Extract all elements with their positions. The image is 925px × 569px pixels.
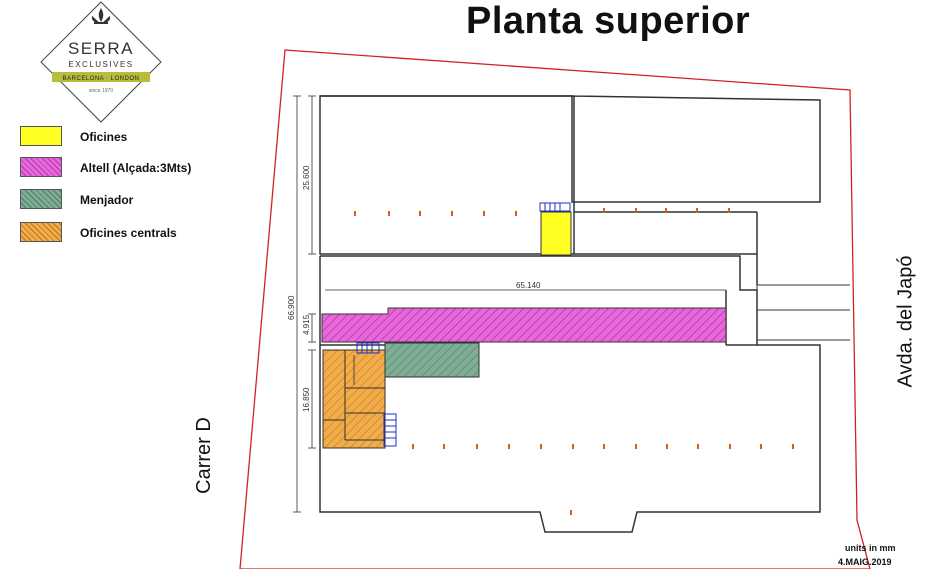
logo-brand: SERRA — [68, 39, 134, 58]
brand-logo: SERRA EXCLUSIVES BARCELONA · LONDON sinc… — [40, 1, 162, 123]
legend-swatch-offices — [20, 126, 62, 146]
dim-length: 65.140 — [516, 281, 541, 290]
legend-swatch-central-offices — [20, 222, 62, 242]
page-title: Planta superior — [466, 0, 751, 42]
date-note: 4.MAIG.2019 — [838, 557, 892, 567]
logo-since: since 1970 — [89, 88, 113, 94]
legend-label-offices: Oficines — [80, 130, 128, 144]
dim-total-depth: 66.900 — [287, 295, 296, 320]
street-right-label: Avda. del Japó — [894, 255, 917, 388]
fleur-de-lis-icon — [91, 8, 111, 24]
stairs-icon — [356, 202, 571, 447]
legend-swatch-dining — [20, 189, 62, 209]
street-left-label: Carrer D — [192, 417, 215, 494]
logo-sub: EXCLUSIVES — [68, 60, 133, 69]
plot-boundary — [239, 49, 871, 569]
legend-label-mezzanine: Altell (Alçada:3Mts) — [80, 161, 192, 175]
units-note: units in mm — [845, 543, 896, 553]
access-ramp — [756, 284, 850, 341]
dim-lower-block: 16.850 — [302, 387, 311, 412]
lower-block — [319, 255, 821, 533]
dim-mezzanine: 4.915 — [302, 314, 311, 335]
dim-upper-block: 25.600 — [302, 165, 311, 190]
dimension-lines — [293, 95, 726, 513]
column-markers — [354, 208, 794, 515]
legend-label-dining: Menjador — [80, 193, 134, 207]
mezzanine-area — [321, 307, 727, 343]
dining-area — [384, 342, 480, 378]
offices-area — [540, 211, 572, 256]
logo-band: BARCELONA · LONDON — [63, 76, 140, 82]
central-offices-area — [322, 349, 386, 449]
legend-swatch-mezzanine — [20, 157, 62, 177]
legend-label-central-offices: Oficines centrals — [80, 226, 177, 240]
